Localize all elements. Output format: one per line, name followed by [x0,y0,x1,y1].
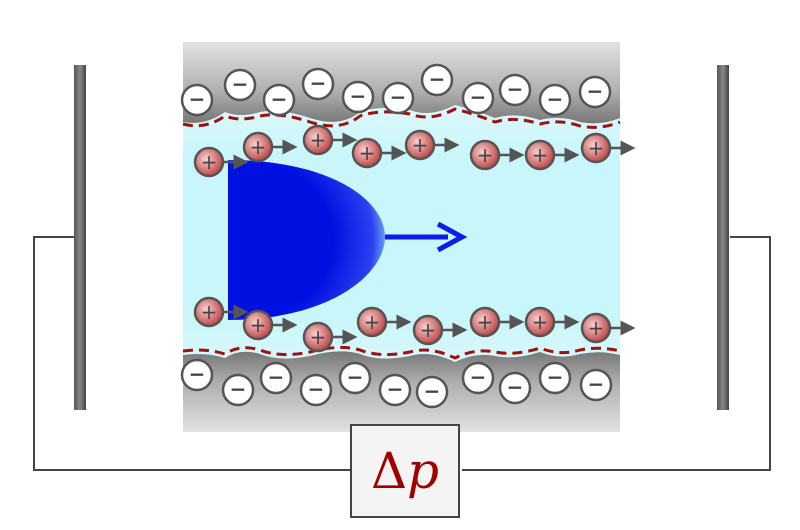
negative-sign: − [507,77,524,101]
left-wire [33,236,350,471]
positive-sign: + [412,133,429,157]
pressure-variable: p [407,442,440,500]
positive-ion: + [404,129,460,161]
positive-sign: + [250,313,267,337]
negative-sign: − [271,87,288,111]
positive-ion: + [193,146,249,178]
negative-ion: − [461,81,495,115]
positive-ion: + [580,132,636,164]
negative-ion: − [378,373,412,407]
positive-sign: + [588,136,605,160]
left-electrode [74,65,86,410]
negative-sign: − [547,87,564,111]
negative-ion: − [461,361,495,395]
negative-sign: − [507,375,524,399]
delta-symbol: Δ [370,442,408,500]
positive-ion: + [242,131,298,163]
positive-sign: + [359,141,376,165]
negative-sign: − [232,72,249,96]
negative-sign: − [470,365,487,389]
right-electrode [717,65,729,410]
negative-ion: − [221,373,255,407]
negative-sign: − [390,85,407,109]
negative-ion: − [415,375,449,409]
positive-sign: + [532,310,549,334]
negative-sign: − [347,365,364,389]
negative-ion: − [338,361,372,395]
negative-sign: − [588,372,605,396]
negative-sign: − [587,79,604,103]
negative-ion: − [299,373,333,407]
negative-sign: − [424,379,441,403]
negative-sign: − [387,377,404,401]
positive-sign: + [201,300,218,324]
negative-sign: − [189,362,206,386]
negative-ion: − [259,361,293,395]
positive-ion: + [469,139,525,171]
negative-ion: − [301,67,335,101]
negative-sign: − [308,377,325,401]
positive-sign: + [364,310,381,334]
positive-ion: + [524,306,580,338]
positive-ion: + [524,139,580,171]
positive-sign: + [310,128,327,152]
positive-ion: + [302,321,358,353]
negative-sign: − [268,365,285,389]
negative-ion: − [262,83,296,117]
top-shear-plane [182,107,621,129]
flow-arrowhead [436,221,468,253]
negative-ion: − [538,83,572,117]
negative-ion: − [341,80,375,114]
positive-sign: + [201,150,218,174]
positive-ion: + [356,306,412,338]
positive-ion: + [469,306,525,338]
positive-ion: + [302,124,358,156]
positive-sign: + [588,316,605,340]
negative-ion: − [180,83,214,117]
positive-sign: + [310,325,327,349]
negative-sign: − [470,85,487,109]
negative-ion: − [538,361,572,395]
negative-ion: − [180,358,214,392]
wires [33,236,771,471]
negative-sign: − [350,84,367,108]
positive-sign: + [477,310,494,334]
negative-sign: − [230,377,247,401]
negative-sign: − [310,71,327,95]
positive-sign: + [420,318,437,342]
bottom-shear-plane [182,345,621,360]
negative-ion: − [579,368,613,402]
positive-sign: + [477,143,494,167]
positive-ion: + [580,312,636,344]
negative-sign: − [547,365,564,389]
positive-sign: + [250,135,267,159]
negative-ion: − [381,81,415,115]
positive-ion: + [351,137,407,169]
negative-ion: − [498,73,532,107]
positive-ion: + [412,314,468,346]
negative-sign: − [189,87,206,111]
flow-profile [228,160,385,320]
negative-sign: − [429,67,446,91]
negative-ion: − [578,75,612,109]
positive-ion: + [242,309,298,341]
negative-ion: − [498,371,532,405]
positive-sign: + [532,143,549,167]
negative-ion: − [420,63,454,97]
ions: −−−−−−−−−−−−−−−−−−−−−−++++++++++++++++ [180,63,636,409]
right-wire [462,236,771,471]
negative-ion: − [223,68,257,102]
positive-ion: + [193,296,249,328]
